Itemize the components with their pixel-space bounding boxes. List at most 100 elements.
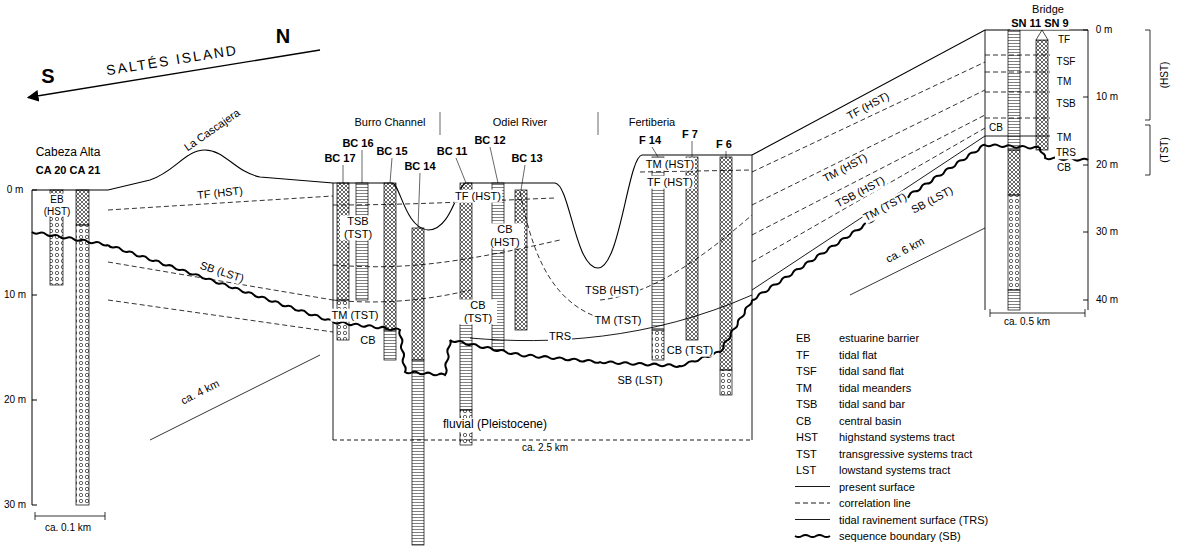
section-path	[985, 55, 1050, 118]
section-path	[752, 145, 985, 300]
correlation-lines	[108, 55, 1050, 332]
legend-description: tidal sand bar	[838, 398, 906, 411]
section-label: 0 m	[1095, 24, 1114, 36]
section-rect	[412, 360, 424, 545]
section-label: 30 m	[3, 499, 27, 511]
section-rect	[384, 330, 396, 360]
section-path	[985, 144, 1088, 160]
section-label: BC 14	[403, 160, 436, 173]
section-path	[795, 519, 830, 520]
section-path	[32, 232, 108, 246]
section-label: TSB	[1055, 98, 1076, 110]
borehole-leaders	[343, 112, 726, 228]
sequence-boundary	[32, 144, 1088, 375]
section-path	[850, 228, 985, 295]
section-label: 30 m	[1095, 226, 1119, 238]
section-rect	[1008, 150, 1020, 195]
section-rect	[720, 370, 732, 395]
legend-abbreviation: CB	[795, 415, 812, 428]
section-label: 10 m	[3, 289, 27, 301]
section-label: 20 m	[3, 394, 27, 406]
section-path	[795, 535, 830, 537]
section-rect	[1008, 30, 1020, 150]
section-rect	[76, 190, 89, 225]
legend-description: tidal flat	[838, 349, 878, 362]
section-label: Burro Channel	[354, 116, 427, 129]
section-label: CA 20 CA 21	[35, 164, 102, 177]
section-label: TSF	[1056, 56, 1077, 68]
tidal-ravinement-surface	[470, 136, 1050, 341]
section-label: F 7	[681, 128, 699, 141]
section-label: TM	[1056, 132, 1072, 144]
section-label: ca. 2.5 km	[521, 442, 569, 454]
section-label: TRS	[1055, 147, 1077, 159]
section-path	[150, 355, 320, 440]
section-label: Fertiberia	[628, 116, 676, 129]
section-path	[35, 512, 105, 520]
section-path	[108, 245, 333, 322]
legend-description: highstand systems tract	[838, 431, 956, 444]
section-label: S	[40, 65, 55, 88]
section-label: fluvial (Pleistocene)	[442, 418, 548, 432]
section-label: La Cascajera	[181, 106, 243, 155]
section-label: Cabeza Alta	[35, 146, 102, 160]
section-label: Bridge	[1031, 3, 1065, 16]
legend-abbreviation: TST	[795, 448, 818, 461]
central-panel-frame	[333, 155, 752, 440]
section-path	[333, 300, 752, 375]
right-panel-frame	[985, 30, 1150, 317]
section-label: (HST)	[1159, 61, 1171, 90]
section-path	[333, 155, 752, 440]
section-rect	[356, 183, 368, 300]
section-label: BC 15	[375, 145, 408, 158]
section-label: 10 m	[1095, 91, 1119, 103]
legend-abbreviation: TSF	[795, 365, 818, 378]
section-label: (TST)	[1159, 136, 1171, 164]
section-label: TF (HST)	[454, 190, 502, 203]
section-path	[440, 112, 598, 135]
left-panel-frame	[32, 190, 105, 520]
section-path	[333, 155, 752, 268]
legend-abbreviation: TM	[795, 382, 813, 395]
legend-text: present surface	[838, 481, 916, 494]
section-label: 0 m	[6, 184, 25, 196]
section-label: TF (HST)	[196, 184, 245, 202]
legend-description: tidal sand flat	[838, 365, 905, 378]
section-label: BC 17	[323, 152, 356, 165]
present-surface	[32, 30, 1088, 268]
section-path	[752, 62, 985, 172]
section-label: SN 11 SN 9	[1010, 17, 1069, 30]
section-label: BC 11	[436, 145, 469, 158]
section-path	[333, 240, 560, 267]
section-label: TM	[1056, 76, 1072, 88]
section-label: TF	[1057, 34, 1071, 46]
legend-text: sequence boundary (SB)	[838, 530, 962, 543]
section-path	[108, 300, 333, 332]
legend-description: central basin	[838, 415, 902, 428]
section-label: 40 m	[1095, 294, 1119, 306]
section-path	[752, 115, 985, 235]
section-path	[333, 290, 470, 302]
section-label: CB (TST)	[666, 344, 714, 357]
section-label: CB	[1056, 162, 1072, 174]
section-path	[32, 190, 37, 505]
legend-abbreviation: HST	[795, 431, 819, 444]
section-rect	[1008, 290, 1020, 310]
legend-description: lowstand systems tract	[838, 464, 951, 477]
section-label: CB	[988, 122, 1004, 134]
legend-text: correlation line	[838, 497, 912, 510]
section-label: ca. 0.5 km	[1003, 316, 1051, 328]
section-label: ca. 0.1 km	[44, 522, 92, 534]
section-label: F 6	[715, 138, 733, 151]
section-label: TM (TST)	[860, 190, 909, 224]
section-rect	[515, 190, 527, 330]
section-path	[333, 440, 752, 441]
section-path	[520, 192, 600, 318]
section-path	[752, 128, 985, 262]
section-rect	[384, 183, 396, 330]
section-label: TM (TST)	[330, 309, 379, 322]
section-path	[1145, 30, 1150, 175]
section-path	[795, 503, 830, 504]
legend-abbreviation: EB	[795, 332, 812, 345]
section-label: SALTÉS ISLAND	[104, 41, 240, 78]
